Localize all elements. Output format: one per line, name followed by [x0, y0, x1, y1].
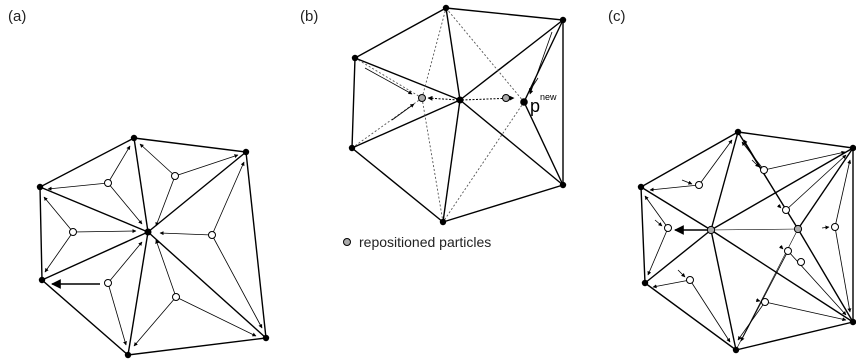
panel-c-repositioned-particles — [706, 224, 803, 235]
panel-a-arrows — [43, 143, 263, 347]
panel-c-label: (c) — [608, 8, 626, 25]
panel-c-nodes — [637, 128, 856, 354]
panel-a-nodes — [36, 134, 270, 359]
panel-c-particles — [664, 166, 839, 306]
panel-b-arrows — [364, 31, 553, 121]
panel-b-label: (b) — [300, 8, 319, 25]
panel-a-mesh — [36, 134, 270, 359]
panel-b-mesh: pnew repositioned particles — [343, 4, 567, 250]
panel-c-spokes — [640, 131, 854, 351]
panel-c-outline — [640, 131, 854, 351]
panel-c-arrows — [644, 139, 852, 343]
p-new-node — [520, 98, 528, 106]
panel-a-outline — [39, 137, 267, 356]
legend-text: repositioned particles — [359, 234, 491, 250]
panel-a-label: (a) — [8, 8, 27, 25]
panel-b-dotted-arrows — [427, 95, 515, 101]
panel-a-particles — [69, 172, 216, 301]
p-new-label: pnew — [530, 92, 557, 116]
legend: repositioned particles — [343, 234, 491, 250]
panel-b-repositioned-particles — [418, 94, 510, 102]
panel-c-inner-arrows — [654, 159, 830, 303]
panel-a-spokes — [39, 137, 267, 356]
panel-b-dotted-edges — [351, 7, 525, 223]
panel-c-mesh — [637, 128, 856, 354]
panel-b-spokes — [351, 7, 564, 223]
panel-b-nodes — [348, 4, 567, 226]
legend-marker — [343, 238, 351, 246]
